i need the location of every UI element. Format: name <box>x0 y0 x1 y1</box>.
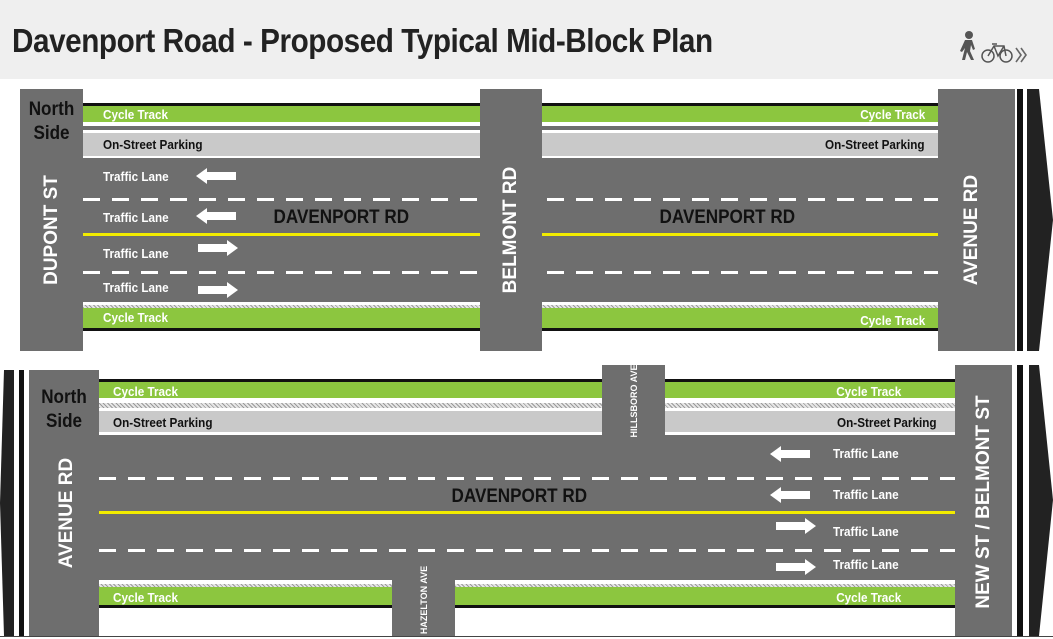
lane-label: On-Street Parking <box>113 415 213 430</box>
road-name: DAVENPORT RD <box>451 486 588 507</box>
double-chevron-right-icon <box>1015 47 1027 63</box>
arrow-left-icon <box>770 487 810 503</box>
cross-street-new-st <box>955 365 1012 636</box>
arrow-left-icon <box>196 208 236 224</box>
mode-icons <box>960 31 1027 63</box>
lane-label: Cycle Track <box>859 313 925 328</box>
lane-label: Traffic Lane <box>833 524 899 539</box>
lane-label: Traffic Lane <box>103 169 169 184</box>
lane-label: Cycle Track <box>859 107 925 122</box>
lane-label: On-Street Parking <box>103 137 203 152</box>
street-label: HAZELTON AVE <box>419 565 429 635</box>
street-label: BELMONT RD <box>500 166 521 294</box>
direction-arrow-west <box>0 370 14 636</box>
lane-label: Traffic Lane <box>833 487 899 502</box>
cross-street-dupont <box>20 89 83 351</box>
page-title: Davenport Road - Proposed Typical Mid-Bl… <box>12 22 713 59</box>
street-label: HILLSBORO AVE <box>629 364 639 438</box>
lane-label: Cycle Track <box>835 384 901 399</box>
arrow-right-icon <box>198 240 238 256</box>
lane-label: Cycle Track <box>103 310 169 325</box>
arrow-right-icon <box>198 282 238 298</box>
cross-street-belmont <box>480 89 542 351</box>
lane-label: Traffic Lane <box>103 280 169 295</box>
lane-label: On-Street Parking <box>837 415 937 430</box>
lane-label: Cycle Track <box>103 107 169 122</box>
travel-lanes <box>99 435 955 580</box>
road-name: DAVENPORT RD <box>659 207 796 228</box>
arrow-left-icon <box>196 168 236 184</box>
cycle-track-north <box>99 382 955 398</box>
lane-label: On-Street Parking <box>825 137 925 152</box>
parking-lane <box>99 411 955 432</box>
centre-line <box>99 511 955 514</box>
street-label: AVENUE RD <box>961 174 982 286</box>
arrow-left-icon <box>770 446 810 462</box>
cycle-track-south <box>99 587 955 605</box>
road-name: DAVENPORT RD <box>273 207 410 228</box>
side-label: North Side <box>28 99 75 144</box>
lane-label: Cycle Track <box>113 590 179 605</box>
side-label: North Side <box>41 387 87 432</box>
bicycle-icon <box>981 43 1013 63</box>
lane-label: Traffic Lane <box>103 210 169 225</box>
cross-street-avenue <box>938 89 1015 351</box>
street-label: NEW ST / BELMONT ST <box>973 395 994 609</box>
lane-label: Traffic Lane <box>833 557 899 572</box>
header <box>0 0 1053 79</box>
direction-arrow-east <box>1029 365 1053 636</box>
pedestrian-icon <box>960 31 975 60</box>
direction-arrow-east <box>1027 89 1053 351</box>
lane-label: Traffic Lane <box>103 246 169 261</box>
side-street-hazelton <box>392 578 455 636</box>
cross-street-avenue <box>29 370 99 636</box>
arrow-right-icon <box>776 559 816 575</box>
street-label: AVENUE RD <box>56 457 77 569</box>
lane-label: Cycle Track <box>835 590 901 605</box>
lane-label: Traffic Lane <box>833 446 899 461</box>
lane-label: Cycle Track <box>113 384 179 399</box>
street-label: DUPONT ST <box>41 175 62 285</box>
arrow-right-icon <box>776 518 816 534</box>
side-street-hillsboro <box>602 365 665 436</box>
